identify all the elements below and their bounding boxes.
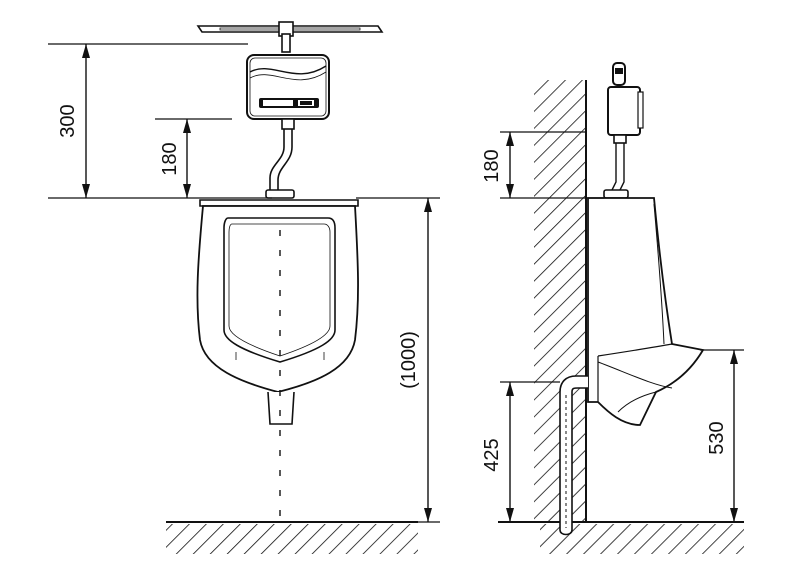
front-supply-pipe <box>196 21 384 53</box>
front-floor <box>166 521 418 554</box>
dim-425: 425 <box>481 438 503 471</box>
dim-180-front: 180 <box>159 142 181 175</box>
dim-1000: (1000) <box>398 331 420 389</box>
front-connect-pipe <box>265 118 295 199</box>
front-view <box>48 21 440 554</box>
side-drain-pipe <box>559 375 588 536</box>
dim-530: 530 <box>706 421 728 454</box>
side-flush-valve <box>603 62 644 199</box>
dim-300: 300 <box>57 104 79 137</box>
front-flush-valve <box>246 54 330 120</box>
dim-180-side: 180 <box>481 149 503 182</box>
side-wall <box>534 80 587 522</box>
side-floor <box>498 521 744 554</box>
front-urinal-body <box>196 199 359 520</box>
side-view <box>498 62 744 554</box>
side-urinal-body <box>587 197 705 426</box>
